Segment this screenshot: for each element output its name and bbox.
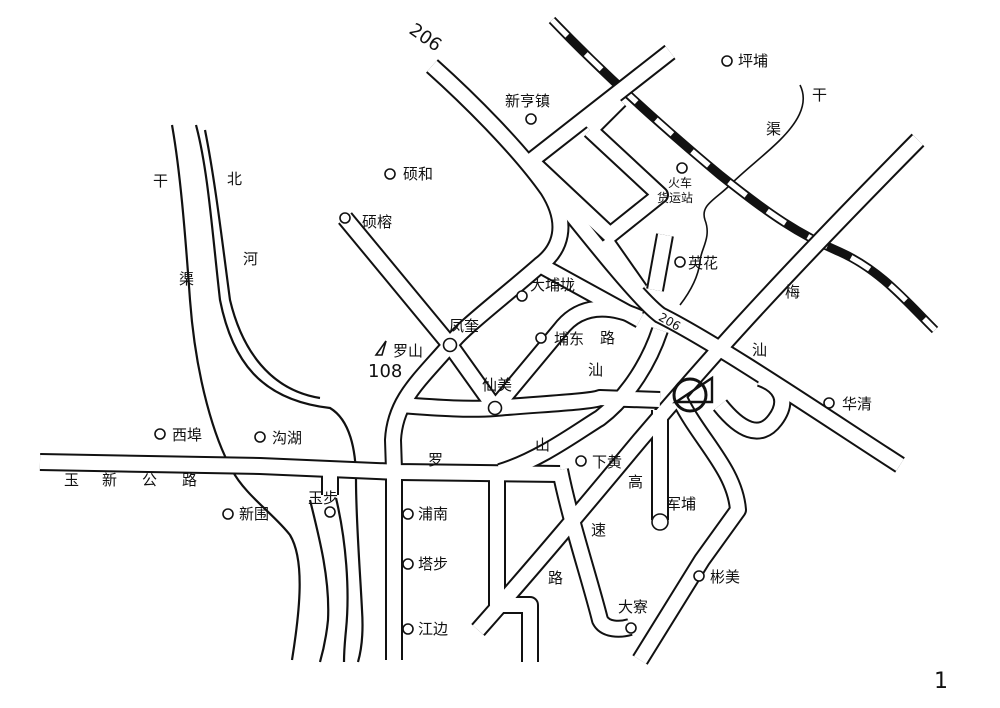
label-yubu: 玉步 bbox=[308, 489, 338, 507]
label-gouhu: 沟湖 bbox=[272, 429, 302, 447]
label-tabu: 塔步 bbox=[418, 555, 448, 573]
road-network bbox=[39, 44, 925, 665]
west-canal-char-1: 干 bbox=[153, 172, 168, 190]
label-pudong: 埔东 bbox=[554, 330, 584, 348]
west-canal-char-2: 渠 bbox=[179, 270, 194, 288]
east-canal-char-1: 干 bbox=[812, 86, 827, 104]
label-huaqing: 华清 bbox=[842, 395, 872, 413]
shan-road-char: 汕 bbox=[588, 361, 603, 379]
label-freight-line2: 货运站 bbox=[657, 190, 693, 205]
label-luoshan-peak: 罗山 bbox=[393, 342, 423, 360]
peak-triangle-icon bbox=[374, 340, 387, 356]
interchange bbox=[672, 375, 714, 413]
label-xintingzhen: 新亨镇 bbox=[505, 92, 550, 110]
east-canal-char-2: 渠 bbox=[766, 120, 781, 138]
label-luoshan-elev: 108 bbox=[368, 361, 402, 382]
luoshan-road-char-2: 山 bbox=[535, 436, 550, 454]
shanmei-road-char-2: 梅 bbox=[785, 283, 800, 301]
label-xianmei: 仙美 bbox=[482, 376, 512, 394]
luoshan-road-char-1: 罗 bbox=[428, 451, 443, 469]
label-pingpu: 坪埔 bbox=[738, 52, 768, 70]
yuxin-road-char-4: 路 bbox=[182, 471, 197, 489]
place-labels: 坪埔 新亨镇 硕和 硕榕 火车 货运站 英花 大埔垅 凤奎 埔东 罗山 108 … bbox=[172, 52, 872, 638]
label-xiahuang: 下黄 bbox=[592, 453, 622, 471]
yuxin-road-char-3: 公 bbox=[142, 471, 157, 489]
label-jiangbian: 江边 bbox=[418, 620, 448, 638]
label-xibu: 西埠 bbox=[172, 426, 202, 444]
label-freight-line1: 火车 bbox=[668, 175, 692, 190]
label-punan: 浦南 bbox=[418, 505, 448, 523]
label-binmei: 彬美 bbox=[710, 568, 740, 586]
north-river bbox=[170, 124, 364, 663]
north-river-char-1: 北 bbox=[227, 170, 242, 188]
gaosu-road-char-2: 速 bbox=[591, 521, 606, 539]
label-dazhai: 大寮 bbox=[618, 598, 648, 616]
road-name-labels: 玉 新 公 路 罗 山 路 汕 高 速 路 汕 梅 北 河 干 渠 干 渠 bbox=[64, 86, 827, 587]
gaosu-road-char-3: 路 bbox=[548, 569, 563, 587]
label-fengkui: 凤奎 bbox=[449, 317, 479, 335]
town-markers bbox=[154, 55, 835, 635]
label-shuohe: 硕和 bbox=[403, 165, 433, 183]
yuxin-road-char-1: 玉 bbox=[64, 471, 79, 489]
label-xinwei: 新围 bbox=[239, 505, 269, 523]
gaosu-road-char-1: 高 bbox=[628, 473, 643, 491]
page-number: 1 bbox=[934, 669, 948, 694]
label-dapulong: 大埔垅 bbox=[530, 276, 575, 294]
east-canal bbox=[679, 84, 805, 306]
shanmei-road-char-1: 汕 bbox=[752, 341, 767, 359]
label-yinghua: 英花 bbox=[688, 254, 718, 272]
yuxin-road-char-2: 新 bbox=[102, 471, 117, 489]
route-206-label: 206 bbox=[405, 19, 445, 56]
label-junpu: 军埔 bbox=[666, 495, 696, 513]
budong-road-char-3: 路 bbox=[600, 329, 615, 347]
north-river-char-2: 河 bbox=[243, 250, 258, 268]
label-shuorong: 硕榕 bbox=[362, 213, 392, 231]
